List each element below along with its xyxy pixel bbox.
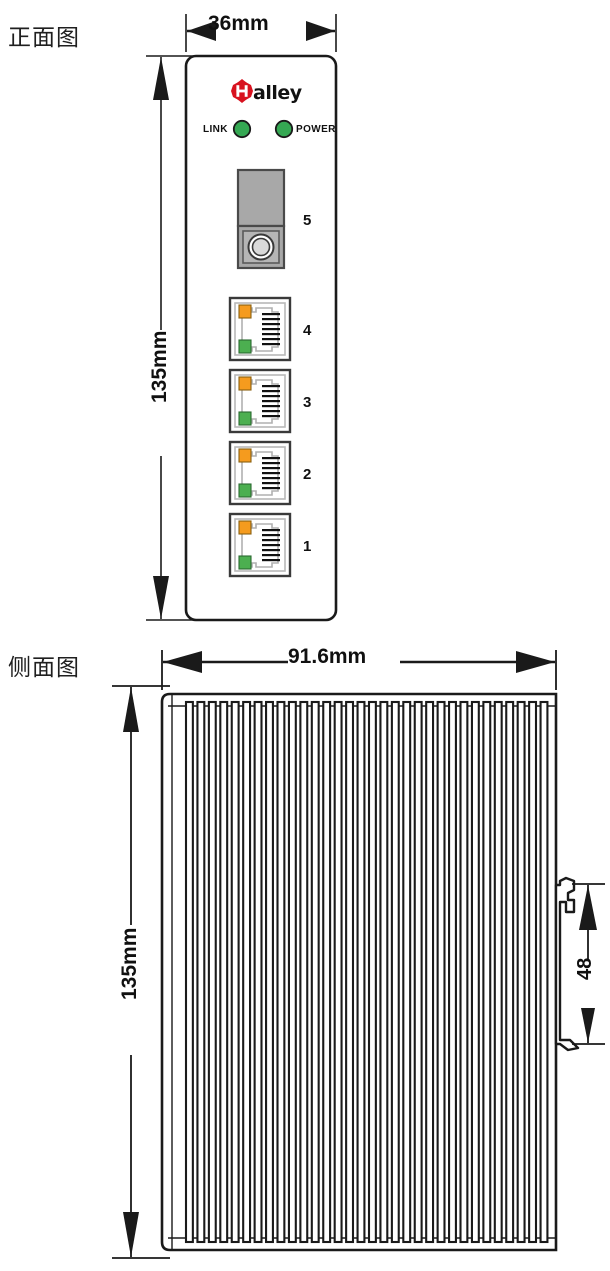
vent-fin-slot bbox=[299, 700, 309, 1244]
vent-fin-slot bbox=[322, 700, 332, 1244]
vent-fin-slot bbox=[184, 700, 194, 1244]
front-height-dimension bbox=[146, 55, 196, 621]
rj45-port-3 bbox=[228, 368, 292, 434]
front-width-dimension bbox=[185, 14, 337, 52]
vent-fin-slot bbox=[276, 700, 286, 1244]
vent-fin-slot bbox=[265, 700, 274, 1244]
vent-fin-slot bbox=[436, 700, 446, 1244]
front-view-label: 正面图 bbox=[8, 25, 80, 51]
vent-fin-slot bbox=[482, 700, 492, 1244]
vent-fin-slot bbox=[528, 700, 538, 1244]
link-led-label: LINK bbox=[203, 124, 228, 135]
rj45-port-2 bbox=[228, 440, 292, 506]
vent-fin-slot bbox=[219, 700, 229, 1244]
side-height-dimension bbox=[112, 685, 170, 1259]
vent-fin-slot bbox=[505, 700, 515, 1244]
vent-fin-slot bbox=[470, 700, 480, 1244]
vent-fin-slot bbox=[356, 700, 366, 1244]
dimension-front-height: 135mm bbox=[148, 330, 171, 403]
vent-fin-slot bbox=[413, 700, 423, 1244]
dimension-side-width: 91.6mm bbox=[288, 645, 367, 668]
vent-fin-slot bbox=[459, 700, 469, 1244]
vent-fin-slot bbox=[345, 700, 355, 1244]
port-number-4: 4 bbox=[303, 322, 312, 339]
vent-fin-slot bbox=[287, 700, 297, 1244]
vent-fin-slot bbox=[310, 700, 320, 1244]
dimension-din-clip: 48 bbox=[574, 957, 596, 980]
port-number-2: 2 bbox=[303, 466, 312, 483]
dimension-front-width: 36mm bbox=[208, 12, 269, 35]
vent-fin-slot bbox=[539, 700, 549, 1244]
port-number-5: 5 bbox=[303, 212, 312, 229]
rj45-port-1 bbox=[228, 512, 292, 578]
vent-fin-slot bbox=[516, 700, 526, 1244]
port-number-1: 1 bbox=[303, 538, 312, 555]
vent-fin-slot bbox=[207, 700, 217, 1244]
power-led-indicator bbox=[274, 119, 294, 139]
din-rail-clip bbox=[554, 876, 580, 1052]
vent-fin-slot bbox=[196, 700, 206, 1244]
vent-fin-slot bbox=[367, 700, 377, 1244]
vent-fin-slot bbox=[333, 700, 343, 1244]
vent-fin-slot bbox=[390, 700, 400, 1244]
vent-fin-slot bbox=[379, 700, 389, 1244]
power-led-label: POWER bbox=[296, 124, 336, 135]
din-clip-dimension bbox=[572, 883, 605, 1045]
vent-fin-slot bbox=[242, 700, 252, 1244]
vent-fin-slot bbox=[230, 700, 240, 1244]
sc-fiber-port bbox=[236, 168, 286, 270]
port-number-3: 3 bbox=[303, 394, 312, 411]
link-led-indicator bbox=[232, 119, 252, 139]
vent-fin-slot bbox=[402, 700, 412, 1244]
brand-wordmark: alley bbox=[253, 82, 302, 104]
halley-hexagon-logo-icon bbox=[231, 79, 253, 103]
side-vent-fins bbox=[184, 700, 549, 1244]
vent-fin-slot bbox=[448, 700, 457, 1244]
vent-fin-slot bbox=[493, 700, 503, 1244]
vent-fin-slot bbox=[425, 700, 435, 1244]
vent-fin-slot bbox=[253, 700, 263, 1244]
dimension-side-height: 135mm bbox=[118, 927, 141, 1000]
side-view-label: 侧面图 bbox=[8, 655, 80, 681]
side-width-dimension bbox=[161, 650, 557, 690]
rj45-port-4 bbox=[228, 296, 292, 362]
